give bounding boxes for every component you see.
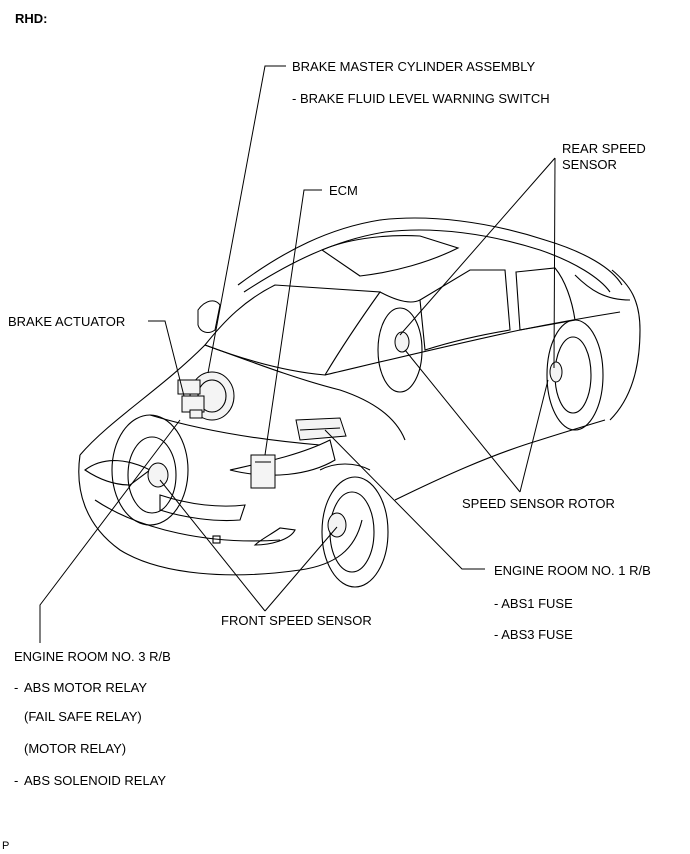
label-abs-motor-relay-dash: - — [14, 680, 19, 695]
page-title: RHD: — [15, 11, 48, 26]
label-brake-master-cylinder: BRAKE MASTER CYLINDER ASSEMBLY — [292, 59, 536, 74]
label-ecm: ECM — [329, 183, 358, 198]
label-abs-solenoid-relay: ABS SOLENOID RELAY — [24, 773, 167, 788]
label-engine-room-no1: ENGINE ROOM NO. 1 R/B — [494, 563, 651, 578]
label-rear-speed-sensor-1: REAR SPEED — [562, 141, 646, 156]
car-outline — [78, 217, 641, 576]
label-front-speed-sensor: FRONT SPEED SENSOR — [221, 613, 372, 628]
label-fail-safe-relay: (FAIL SAFE RELAY) — [24, 709, 142, 724]
label-abs1-fuse: - ABS1 FUSE — [494, 596, 573, 611]
front-left-wheel — [321, 476, 389, 588]
label-abs-motor-relay: ABS MOTOR RELAY — [24, 680, 148, 695]
label-brake-fluid-switch: - BRAKE FLUID LEVEL WARNING SWITCH — [292, 91, 550, 106]
leader-lines — [39, 65, 556, 643]
rear-right-wheel — [377, 307, 423, 393]
rear-left-wheel — [546, 319, 604, 431]
figure-code: P — [2, 840, 10, 852]
brake-actuator — [181, 395, 205, 419]
label-speed-sensor-rotor: SPEED SENSOR ROTOR — [462, 496, 615, 511]
front-right-wheel — [111, 414, 189, 526]
label-abs3-fuse: - ABS3 FUSE — [494, 627, 573, 642]
label-brake-actuator: BRAKE ACTUATOR — [8, 314, 126, 329]
label-abs-solenoid-relay-dash: - — [14, 773, 19, 788]
label-rear-speed-sensor-2: SENSOR — [562, 157, 617, 172]
ecm-unit — [250, 454, 276, 489]
label-engine-room-no3: ENGINE ROOM NO. 3 R/B — [14, 649, 171, 664]
engine-room-no1-rb — [295, 417, 347, 441]
label-motor-relay: (MOTOR RELAY) — [24, 741, 127, 756]
